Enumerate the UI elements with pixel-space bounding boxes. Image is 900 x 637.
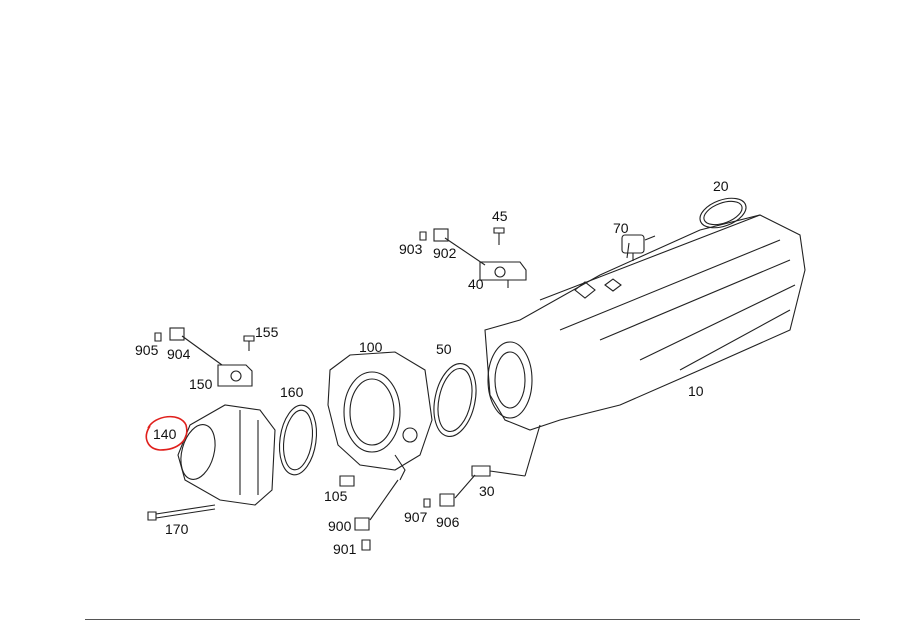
- gasket-50: [433, 363, 477, 437]
- label-902: 902: [433, 245, 457, 261]
- bottom-rule: [85, 619, 860, 620]
- label-70: 70: [613, 220, 629, 236]
- intake-manifold: [484, 214, 806, 431]
- label-901: 901: [333, 541, 357, 557]
- label-50: 50: [436, 341, 452, 357]
- gasket-160: [278, 404, 318, 476]
- label-900: 900: [328, 518, 352, 534]
- sensor-70: [621, 234, 656, 261]
- label-160: 160: [280, 384, 304, 400]
- highlight-circle-140: [145, 415, 188, 451]
- label-20: 20: [713, 178, 729, 194]
- label-45: 45: [492, 208, 508, 224]
- label-155: 155: [255, 324, 279, 340]
- label-906: 906: [436, 514, 460, 530]
- throttle-body-100: [327, 351, 433, 481]
- bolt-170: [147, 504, 216, 521]
- seal-ring-20: [699, 197, 747, 229]
- label-150: 150: [189, 376, 213, 392]
- label-30: 30: [479, 483, 495, 499]
- label-100: 100: [359, 339, 383, 355]
- label-10: 10: [688, 383, 704, 399]
- label-905: 905: [135, 342, 159, 358]
- sensor-40: [479, 261, 527, 288]
- label-140: 140: [153, 426, 177, 442]
- label-903: 903: [399, 241, 423, 257]
- screw-45: [493, 227, 505, 245]
- label-105: 105: [324, 488, 348, 504]
- label-904: 904: [167, 346, 191, 362]
- label-907: 907: [404, 509, 428, 525]
- label-40: 40: [468, 276, 484, 292]
- air-duct-140: [177, 404, 276, 506]
- label-170: 170: [165, 521, 189, 537]
- sensor-150: [217, 364, 253, 387]
